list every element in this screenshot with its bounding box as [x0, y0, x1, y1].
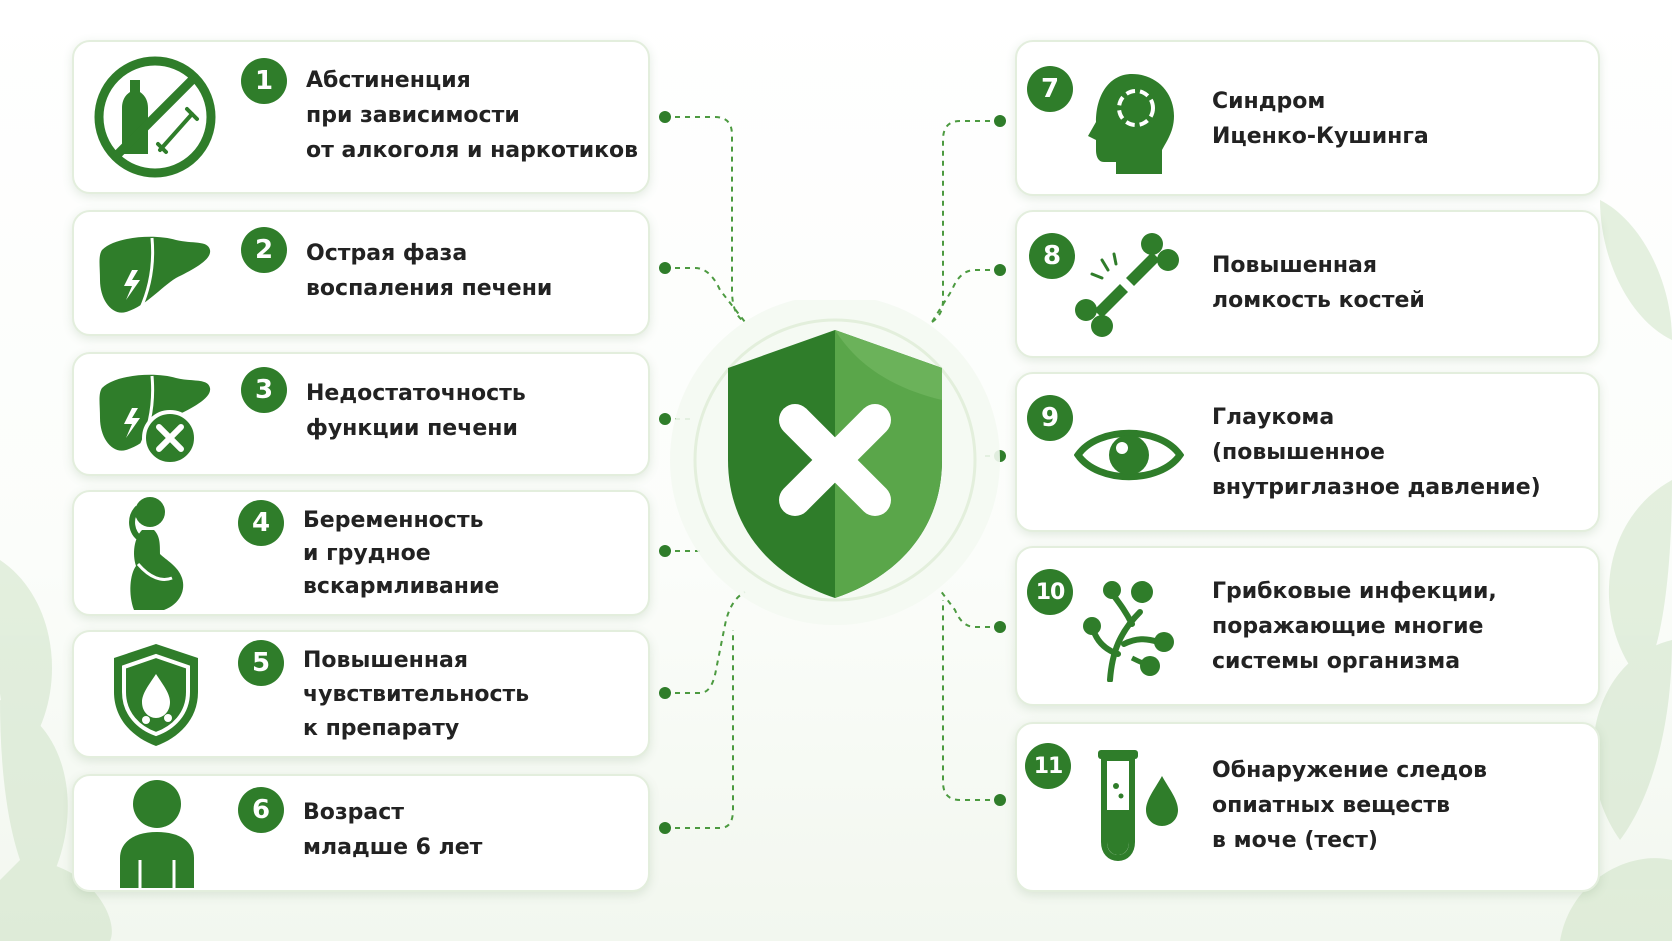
item-2-line-2: воспаления печени — [306, 276, 553, 301]
item-3-line-2: функции печени — [306, 416, 518, 441]
item-7-line-2: Иценко-Кушинга — [1212, 124, 1429, 149]
contraindication-card-8 — [1015, 210, 1600, 358]
item-number-10: 10 — [1027, 569, 1073, 615]
item-label-5: Повышенная чувствительность к препарату — [303, 644, 529, 746]
connector-7 — [931, 120, 1000, 323]
item-8-line-2: ломкость костей — [1212, 288, 1425, 313]
item-number-8: 8 — [1029, 233, 1075, 279]
item-label-4: Беременность и грудное вскармливание — [303, 504, 499, 603]
connector-10 — [939, 589, 1000, 628]
item-5-line-2: чувствительность — [303, 682, 530, 707]
item-number-3: 3 — [241, 367, 287, 413]
connector-dot-7 — [994, 115, 1006, 127]
item-7-line-1: Синдром — [1212, 89, 1326, 114]
item-11-line-1: Обнаружение следов — [1212, 758, 1488, 783]
item-label-1: Абстиненция при зависимости от алкоголя … — [306, 63, 638, 168]
item-number-2: 2 — [241, 227, 287, 273]
item-4-line-2: и грудное — [303, 541, 431, 566]
item-8-line-1: Повышенная — [1212, 253, 1377, 278]
test-tube-drop-icon — [1098, 750, 1178, 862]
item-4-line-3: вскармливание — [303, 574, 500, 599]
liver-failure-icon — [99, 374, 211, 466]
item-5-line-1: Повышенная — [303, 648, 468, 673]
connector-dot-10 — [994, 621, 1006, 633]
item-label-2: Острая фаза воспаления печени — [306, 236, 552, 306]
contraindication-card-11 — [1015, 722, 1600, 892]
connector-dot-3 — [659, 413, 671, 425]
item-label-10: Грибковые инфекции, поражающие многие си… — [1212, 574, 1497, 679]
item-label-7: Синдром Иценко-Кушинга — [1212, 84, 1429, 154]
connector-2 — [665, 267, 746, 323]
connector-dot-6 — [659, 822, 671, 834]
head-profile-icon — [1088, 74, 1174, 174]
item-4-line-1: Беременность — [303, 508, 484, 533]
item-number-4: 4 — [238, 500, 284, 546]
connector-11 — [942, 600, 1000, 801]
item-number-7: 7 — [1027, 66, 1073, 112]
connector-dot-2 — [659, 262, 671, 274]
connector-dot-1 — [659, 111, 671, 123]
item-number-5: 5 — [238, 640, 284, 686]
broken-bone-icon — [1075, 233, 1179, 337]
item-11-line-2: опиатных веществ — [1212, 793, 1451, 818]
shield-cross-icon — [670, 295, 1000, 625]
item-2-line-1: Острая фаза — [306, 241, 468, 266]
item-11-line-3: в моче (тест) — [1212, 828, 1378, 853]
liver-inflammation-icon — [99, 236, 211, 313]
connector-6 — [665, 630, 734, 829]
item-5-line-3: к препарату — [303, 716, 460, 741]
item-label-9: Глаукома (повышенное внутриглазное давле… — [1212, 400, 1541, 505]
item-1-line-2: при зависимости — [306, 103, 520, 128]
item-number-6: 6 — [238, 787, 284, 833]
item-1-line-1: Абстиненция — [306, 68, 471, 93]
connector-dot-8 — [994, 264, 1006, 276]
connector-dot-5 — [659, 687, 671, 699]
item-10-line-2: поражающие многие — [1212, 614, 1484, 639]
connector-dot-11 — [994, 794, 1006, 806]
item-label-11: Обнаружение следов опиатных веществ в мо… — [1212, 753, 1487, 858]
item-label-8: Повышенная ломкость костей — [1212, 248, 1425, 318]
item-10-line-1: Грибковые инфекции, — [1212, 579, 1497, 604]
item-9-line-2: (повышенное — [1212, 440, 1385, 465]
connector-1 — [665, 116, 746, 323]
item-10-line-3: системы организма — [1212, 649, 1461, 674]
item-label-6: Возраст младше 6 лет — [303, 795, 482, 865]
item-3-line-1: Недостаточность — [306, 381, 526, 406]
item-number-1: 1 — [241, 58, 287, 104]
item-label-3: Недостаточность функции печени — [306, 376, 526, 446]
pregnant-woman-icon — [129, 497, 184, 610]
child-icon — [120, 780, 194, 888]
item-number-9: 9 — [1027, 395, 1073, 441]
item-9-line-1: Глаукома — [1212, 405, 1335, 430]
no-alcohol-drugs-icon — [94, 56, 216, 178]
center-shield — [640, 295, 1030, 634]
item-9-line-3: внутриглазное давление) — [1212, 475, 1541, 500]
item-6-line-2: младше 6 лет — [303, 835, 483, 860]
connector-dot-4 — [659, 545, 671, 557]
fungus-icon — [1083, 581, 1174, 682]
item-number-11: 11 — [1025, 743, 1071, 789]
eye-icon — [1074, 429, 1184, 481]
item-6-line-1: Возраст — [303, 800, 405, 825]
item-1-line-3: от алкоголя и наркотиков — [306, 138, 639, 163]
allergy-shield-icon — [114, 644, 198, 746]
